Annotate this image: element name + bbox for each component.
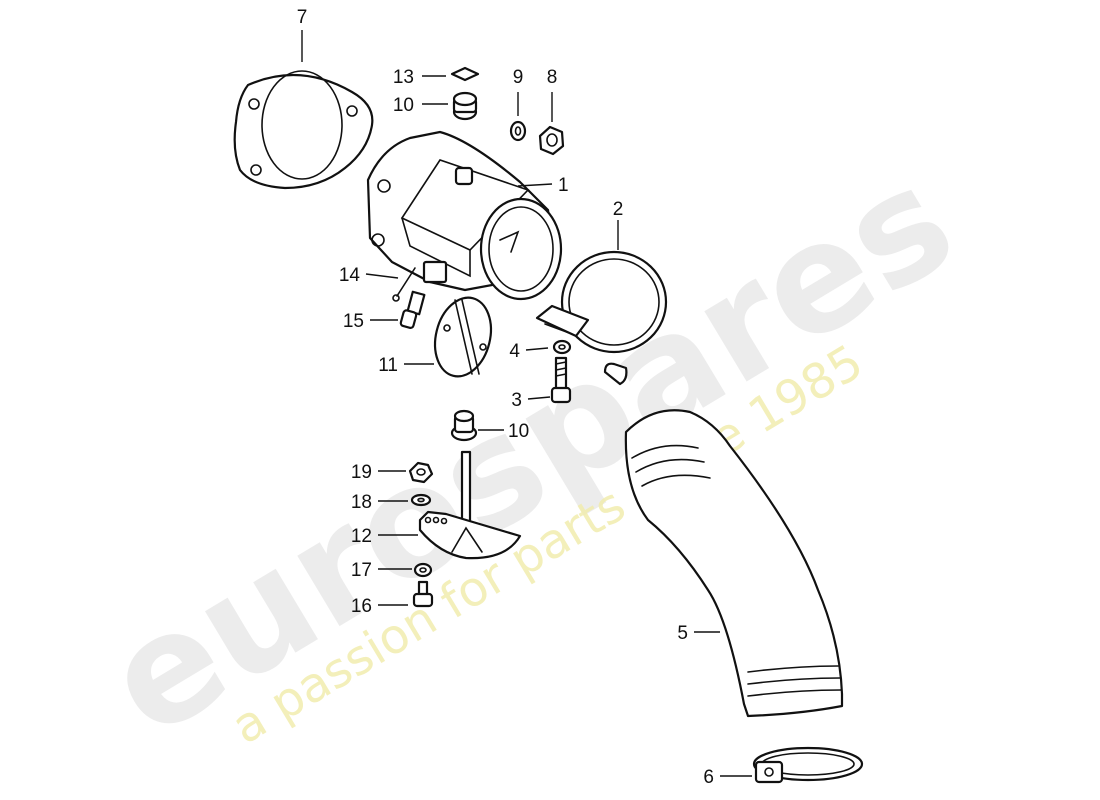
callout-13: 13 bbox=[393, 67, 414, 88]
part-6-hose-clamp bbox=[752, 746, 864, 784]
part-11-flap bbox=[433, 296, 493, 378]
part-3-bolt bbox=[550, 356, 572, 404]
part-16-bolt bbox=[412, 580, 434, 608]
callout-15: 15 bbox=[343, 311, 364, 332]
part-13 bbox=[450, 66, 480, 82]
part-12-bracket bbox=[418, 450, 522, 560]
part-10-plug-upper bbox=[452, 91, 478, 121]
callout-12: 12 bbox=[351, 526, 372, 547]
callout-1: 1 bbox=[558, 175, 569, 196]
callout-3: 3 bbox=[511, 390, 522, 411]
callout-16: 16 bbox=[351, 596, 372, 617]
part-10-plug-lower bbox=[450, 409, 478, 442]
callout-10-upper: 10 bbox=[393, 95, 414, 116]
callout-4: 4 bbox=[509, 341, 520, 362]
part-2-clamp bbox=[535, 250, 668, 386]
part-1-housing bbox=[366, 130, 563, 301]
part-7-gasket bbox=[233, 70, 374, 190]
callout-10-lower: 10 bbox=[508, 421, 529, 442]
part-18-washer bbox=[410, 493, 432, 507]
part-17-washer bbox=[413, 562, 433, 578]
callout-8: 8 bbox=[547, 67, 558, 88]
callout-19: 19 bbox=[351, 462, 372, 483]
callout-17: 17 bbox=[351, 560, 372, 581]
callout-7: 7 bbox=[297, 7, 308, 28]
part-8-nut bbox=[538, 125, 565, 156]
callout-9: 9 bbox=[513, 67, 524, 88]
part-15-screw bbox=[399, 290, 426, 329]
callout-11: 11 bbox=[378, 355, 398, 376]
leader-lines bbox=[301, 30, 752, 777]
callout-numbers: 7 13 10 9 8 1 2 14 15 11 4 3 10 19 18 12… bbox=[297, 7, 714, 788]
callout-14: 14 bbox=[339, 265, 361, 286]
callout-5: 5 bbox=[677, 623, 688, 644]
part-14-pin bbox=[392, 267, 416, 302]
part-19-nut bbox=[408, 461, 434, 484]
callout-2: 2 bbox=[613, 199, 624, 220]
callout-6: 6 bbox=[703, 767, 714, 788]
callout-18: 18 bbox=[351, 492, 372, 513]
part-4-lock-washer bbox=[552, 339, 572, 355]
part-5-duct bbox=[624, 409, 844, 718]
part-9-washer bbox=[509, 120, 527, 142]
